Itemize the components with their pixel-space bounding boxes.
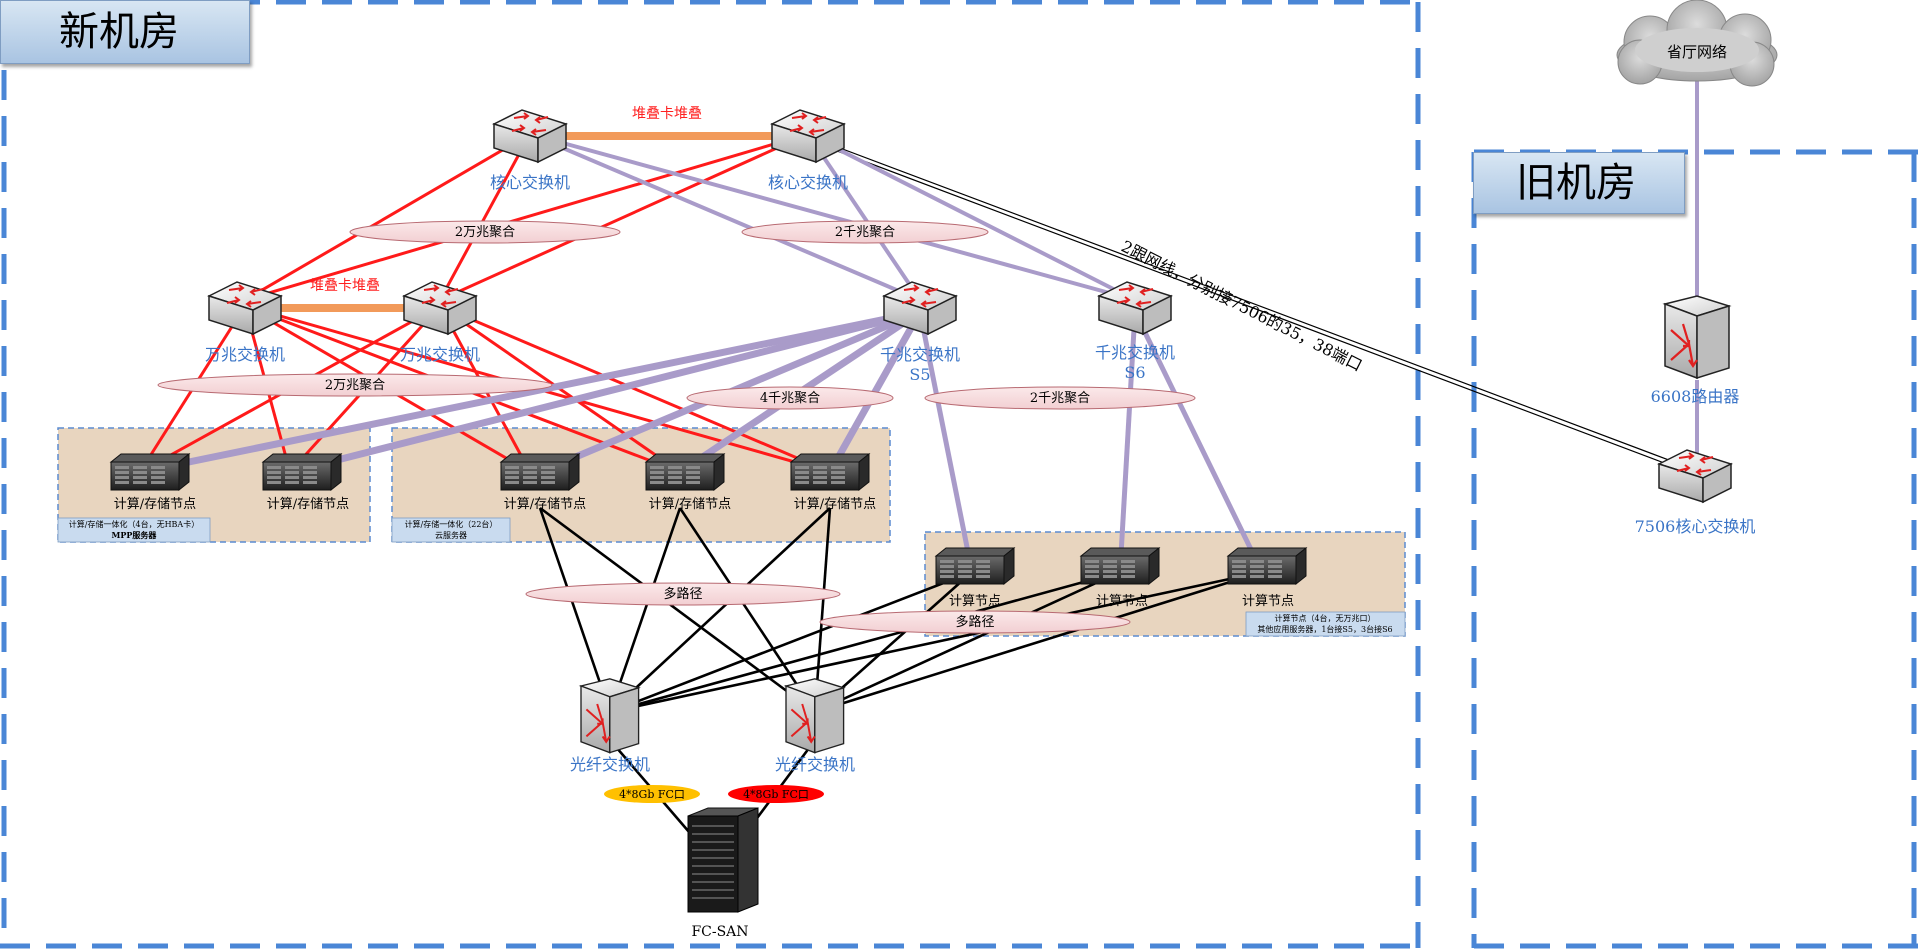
fc-port-yellow: 4*8Gb FC口 [604, 785, 700, 803]
svg-text:计算/存储节点: 计算/存储节点 [504, 497, 586, 512]
svg-text:光纤交换机: 光纤交换机 [775, 755, 855, 774]
server-icon [1227, 547, 1307, 585]
new-room-title-text: 新机房 [59, 9, 179, 55]
fc-port-red: 4*8Gb FC口 [728, 785, 824, 803]
server-icon [645, 453, 725, 491]
svg-text:多路径: 多路径 [663, 586, 702, 602]
fc-switch-1[interactable]: 光纤交换机 [570, 677, 650, 774]
purple-compute-links [917, 310, 1265, 574]
svg-text:计算节点: 计算节点 [1242, 594, 1294, 609]
fiber-switch-icon [580, 677, 640, 754]
agg-2x1g-core: 2千兆聚合 [741, 220, 989, 244]
svg-text:S5: S5 [909, 365, 930, 384]
svg-text:S6: S6 [1124, 363, 1145, 382]
svg-text:计算/存储一体化（22台）: 计算/存储一体化（22台） [405, 519, 498, 529]
svg-text:2千兆聚合: 2千兆聚合 [835, 225, 895, 240]
server-icon [500, 453, 580, 491]
svg-text:万兆交换机: 万兆交换机 [400, 345, 480, 364]
compute-node-2[interactable]: 计算节点 [1080, 547, 1160, 609]
agg-2x10g-core: 2万兆聚合 [349, 220, 621, 244]
svg-text:计算/存储节点: 计算/存储节点 [649, 497, 731, 512]
svg-text:计算/存储节点: 计算/存储节点 [114, 497, 196, 512]
fc-san-storage[interactable]: FC-SAN [687, 807, 759, 940]
svg-text:多路径: 多路径 [955, 614, 994, 630]
router-icon [1663, 294, 1731, 380]
core-switch-7506[interactable]: 7506核心交换机 [1635, 449, 1756, 536]
svg-text:核心交换机: 核心交换机 [768, 173, 848, 192]
server-icon [1080, 547, 1160, 585]
agg-4x1g-servers: 4千兆聚合 [686, 386, 894, 410]
mpp-group-caption: 计算/存储一体化（4台，无HBA卡） MPP服务器 [57, 517, 211, 543]
cloud-provincial-network: 省厅网络 [1616, 0, 1778, 87]
multipath-1: 多路径 [525, 582, 841, 606]
agg-2x1g-compute: 2千兆聚合 [924, 386, 1196, 410]
svg-text:核心交换机: 核心交换机 [490, 173, 570, 192]
svg-text:计算节点（4台，无万兆口）: 计算节点（4台，无万兆口） [1274, 613, 1375, 623]
svg-text:计算节点: 计算节点 [949, 594, 1001, 609]
multipath-2: 多路径 [819, 610, 1131, 634]
svg-text:计算/存储节点: 计算/存储节点 [794, 497, 876, 512]
svg-text:省厅网络: 省厅网络 [1667, 43, 1727, 61]
svg-text:千兆交换机: 千兆交换机 [880, 345, 960, 364]
svg-text:2千兆聚合: 2千兆聚合 [1030, 391, 1090, 406]
cross-room-cable [807, 135, 1691, 473]
switch-icon [208, 281, 282, 335]
teng-stack-label: 堆叠卡堆叠 [310, 278, 380, 294]
core-stack-label: 堆叠卡堆叠 [632, 106, 702, 122]
server-icon [262, 453, 342, 491]
gig-switch-s6[interactable]: 千兆交换机 S6 [1095, 281, 1175, 382]
compute-node-1[interactable]: 计算节点 [935, 547, 1015, 609]
teng-switch-2[interactable]: 万兆交换机 [400, 281, 480, 364]
new-room-title: 新机房 [0, 0, 250, 64]
old-room-title: 旧机房 [1473, 152, 1685, 214]
switch-icon [1658, 449, 1732, 503]
compute-node-3[interactable]: 计算节点 [1227, 547, 1307, 609]
svg-text:千兆交换机: 千兆交换机 [1095, 343, 1175, 362]
svg-text:计算/存储一体化（4台，无HBA卡）: 计算/存储一体化（4台，无HBA卡） [69, 519, 199, 529]
svg-text:4*8Gb FC口: 4*8Gb FC口 [743, 788, 809, 801]
cloud-group-caption: 计算/存储一体化（22台） 云服务器 [391, 517, 511, 543]
svg-text:光纤交换机: 光纤交换机 [570, 755, 650, 774]
svg-text:计算节点: 计算节点 [1096, 594, 1148, 609]
mpp-server-2[interactable]: 计算/存储节点 [262, 453, 349, 512]
cloud-server-2[interactable]: 计算/存储节点 [645, 453, 731, 512]
switch-icon [493, 109, 567, 163]
core-switch-1[interactable]: 核心交换机 [490, 109, 570, 192]
svg-text:MPP服务器: MPP服务器 [112, 530, 158, 540]
storage-rack-icon [687, 807, 759, 913]
agg-2x10g-servers: 2万兆聚合 [157, 373, 553, 397]
purple-1g-links [529, 70, 1699, 462]
teng-switch-1[interactable]: 万兆交换机 [205, 281, 285, 364]
router-6608[interactable]: 6608路由器 [1651, 294, 1740, 406]
svg-text:云服务器: 云服务器 [435, 530, 467, 540]
svg-text:FC-SAN: FC-SAN [691, 924, 748, 940]
cloud-server-1[interactable]: 计算/存储节点 [500, 453, 586, 512]
old-room-title-text: 旧机房 [1516, 160, 1636, 206]
fiber-switch-icon [785, 677, 845, 754]
svg-text:其他应用服务器，1台接S5，3台接S6: 其他应用服务器，1台接S5，3台接S6 [1257, 624, 1392, 634]
svg-text:万兆交换机: 万兆交换机 [205, 345, 285, 364]
svg-text:2万兆聚合: 2万兆聚合 [325, 378, 385, 393]
svg-text:计算/存储节点: 计算/存储节点 [267, 497, 349, 512]
gig-switch-s5[interactable]: 千兆交换机 S5 [880, 281, 960, 384]
switch-icon [1098, 281, 1172, 335]
cloud-server-3[interactable]: 计算/存储节点 [790, 453, 876, 512]
svg-text:4*8Gb FC口: 4*8Gb FC口 [619, 788, 685, 801]
core-switch-2[interactable]: 核心交换机 [768, 109, 848, 192]
switch-icon [771, 109, 845, 163]
svg-text:4千兆聚合: 4千兆聚合 [760, 391, 820, 406]
other-group-caption: 计算节点（4台，无万兆口） 其他应用服务器，1台接S5，3台接S6 [1245, 611, 1406, 637]
svg-text:6608路由器: 6608路由器 [1651, 387, 1740, 406]
svg-text:2万兆聚合: 2万兆聚合 [455, 225, 515, 240]
svg-text:7506核心交换机: 7506核心交换机 [1635, 517, 1756, 536]
server-icon [790, 453, 870, 491]
mpp-server-1[interactable]: 计算/存储节点 [110, 453, 196, 512]
server-icon [935, 547, 1015, 585]
server-icon [110, 453, 190, 491]
fc-switch-2[interactable]: 光纤交换机 [775, 677, 855, 774]
